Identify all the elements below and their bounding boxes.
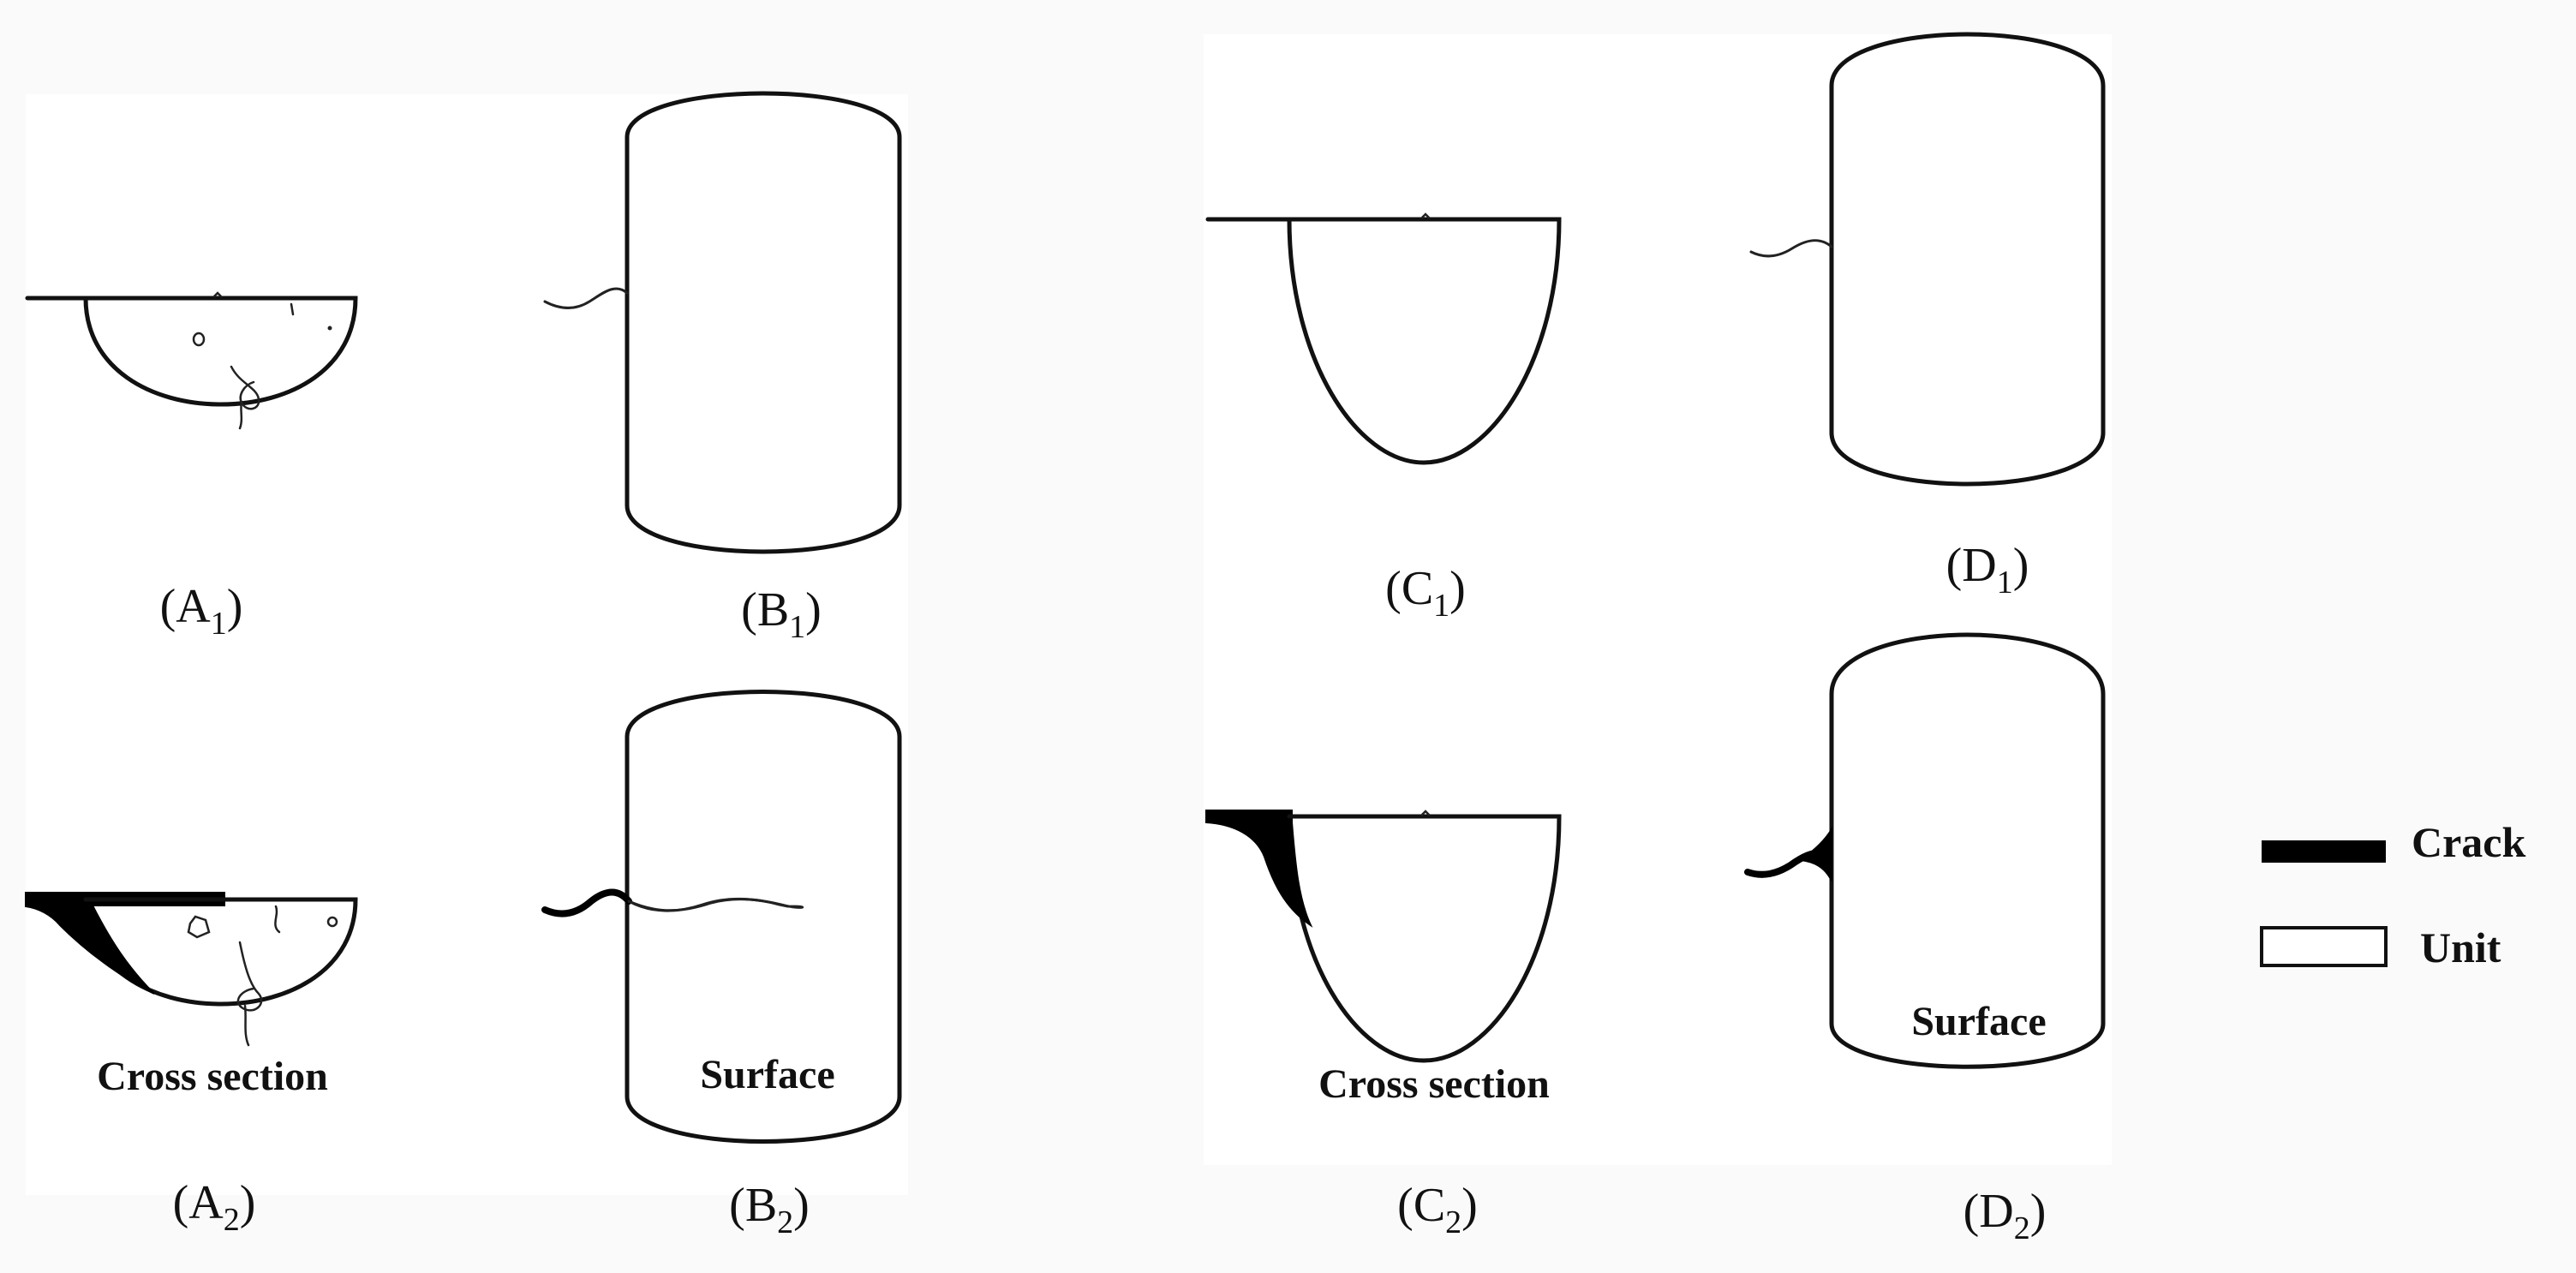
panel-label-d2: (D2) — [1963, 1185, 2047, 1246]
legend-unit-swatch — [2260, 926, 2388, 967]
surface-label-right: Surface — [1911, 999, 2046, 1044]
cross-section-label-right: Cross section — [1318, 1061, 1550, 1107]
panel-label-c1: (C1) — [1385, 562, 1466, 624]
cross-section-label-left: Cross section — [97, 1054, 328, 1099]
legend: Crack Unit — [2260, 818, 2525, 971]
panel-label-b2: (B2) — [729, 1179, 810, 1240]
panel-label-b1: (B1) — [741, 583, 822, 645]
diagram-b1-surface — [543, 91, 902, 554]
diagram-c2-cross-section — [1205, 810, 1562, 1063]
diagram-c1-cross-section — [1205, 212, 1562, 465]
diagram-d2-surface — [1744, 632, 2106, 1069]
legend-crack-swatch — [2262, 840, 2386, 863]
diagram-a1-cross-section — [25, 291, 358, 430]
legend-unit-label: Unit — [2420, 923, 2501, 971]
diagram-a2-cross-section — [25, 892, 358, 1047]
panel-label-a2: (A2) — [173, 1176, 256, 1238]
panel-label-c2: (C2) — [1397, 1179, 1478, 1240]
panel-label-d1: (D1) — [1946, 539, 2029, 601]
diagram-b2-surface — [541, 690, 902, 1144]
surface-label-left: Surface — [700, 1052, 834, 1097]
panel-label-a1: (A1) — [160, 580, 243, 642]
diagram-d1-surface — [1749, 32, 2106, 487]
legend-crack-label: Crack — [2412, 818, 2525, 866]
